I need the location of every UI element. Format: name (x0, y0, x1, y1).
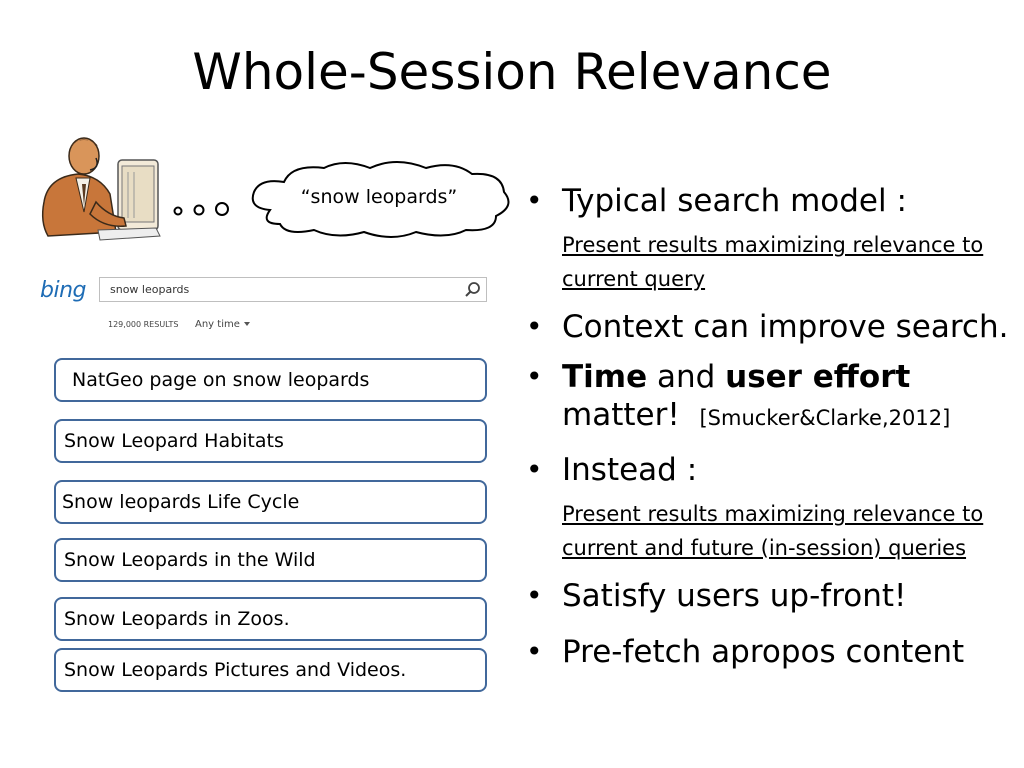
result-label: Snow leopards Life Cycle (62, 491, 300, 513)
result-label: Snow Leopards Pictures and Videos. (64, 659, 407, 681)
result-item[interactable]: Snow Leopard Habitats (54, 419, 487, 463)
result-item[interactable]: Snow Leopards Pictures and Videos. (54, 648, 487, 692)
bullet-list: Typical search model : Present results m… (526, 178, 1024, 675)
text-and: and (647, 359, 726, 395)
sub-bullet-future-queries: Present results maximizing relevance to … (562, 502, 984, 560)
slide-title: Whole-Session Relevance (192, 43, 832, 101)
search-input[interactable]: snow leopards (99, 277, 487, 302)
bullet-typical-model: Typical search model : (526, 178, 1024, 224)
user-at-computer-illustration (41, 137, 161, 241)
result-label: Snow Leopard Habitats (64, 430, 284, 452)
citation: [Smucker&Clarke,2012] (699, 406, 951, 430)
bold-user-effort: user effort (725, 359, 911, 395)
result-label: Snow Leopards in Zoos. (64, 608, 290, 630)
thought-query-text: “snow leopards” (300, 186, 458, 208)
bullet-context: Context can improve search. (526, 304, 1024, 350)
search-query-text: snow leopards (110, 283, 190, 296)
time-filter-dropdown[interactable]: Any time (195, 319, 250, 330)
result-item[interactable]: NatGeo page on snow leopards (54, 358, 487, 402)
result-item[interactable]: Snow Leopards in Zoos. (54, 597, 487, 641)
chevron-down-icon (243, 322, 250, 326)
thought-dots-icon (173, 202, 229, 216)
result-label: Snow Leopards in the Wild (64, 549, 316, 571)
sub-bullet-current-query: Present results maximizing relevance to … (562, 233, 984, 291)
search-icon[interactable] (464, 281, 482, 299)
time-filter-label: Any time (195, 319, 240, 330)
result-item[interactable]: Snow leopards Life Cycle (54, 480, 487, 524)
result-item[interactable]: Snow Leopards in the Wild (54, 538, 487, 582)
thought-cloud-shape (251, 161, 510, 238)
bold-time: Time (562, 359, 648, 395)
bullet-time-effort: Time and user effort matter! [Smucker&Cl… (526, 358, 1024, 437)
bullet-instead: Instead : (526, 447, 1024, 493)
text-matter: matter! (562, 397, 680, 433)
bullet-prefetch: Pre-fetch apropos content (526, 629, 1024, 675)
bing-logo: bing (40, 278, 87, 303)
result-label: NatGeo page on snow leopards (72, 369, 370, 391)
bullet-satisfy-users: Satisfy users up-front! (526, 573, 1024, 619)
results-count: 129,000 RESULTS (108, 320, 179, 329)
